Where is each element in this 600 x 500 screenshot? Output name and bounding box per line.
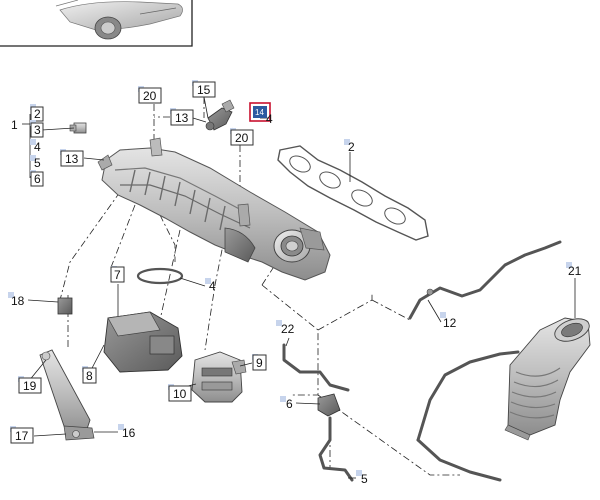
- callout-10-text: 10: [173, 387, 187, 401]
- leader-lines: [22, 96, 576, 479]
- coolant-hose: [416, 350, 520, 482]
- callout-9-text: 9: [256, 356, 263, 370]
- callout-10[interactable]: 10: [168, 384, 192, 402]
- callout-8[interactable]: 8: [82, 366, 97, 384]
- callout-17-text: 17: [15, 429, 29, 443]
- callout-2a[interactable]: 2: [30, 104, 44, 122]
- seal-ring-4: [136, 267, 184, 285]
- callout-18-text: 18: [11, 294, 25, 308]
- valve-assembly: [191, 351, 247, 403]
- callout-13b-text: 13: [175, 111, 189, 125]
- callout-6-text: 6: [34, 172, 41, 186]
- pressure-sensor: [205, 99, 235, 131]
- callout-22[interactable]: 22: [276, 320, 295, 336]
- callout-7[interactable]: 7: [110, 266, 125, 283]
- svg-text:4: 4: [266, 112, 273, 126]
- callout-6[interactable]: 6: [30, 170, 44, 187]
- callout-17[interactable]: 17: [10, 426, 34, 444]
- callout-4a[interactable]: 4: [30, 139, 41, 154]
- callout-2a-text: 2: [34, 107, 41, 121]
- callout-2b-text: 2: [348, 140, 355, 154]
- callout-15[interactable]: 15: [192, 80, 216, 98]
- callout-20a-text: 20: [143, 89, 157, 103]
- callout-7-text: 7: [114, 268, 121, 282]
- callout-4b-text: 4: [209, 279, 216, 293]
- callout-15-text: 15: [197, 83, 211, 97]
- callout-labels: 1 2 3 4 5 6 13 20 15 13 14 4 20 2 7 4 18…: [8, 80, 582, 486]
- callout-2b[interactable]: 2: [344, 139, 355, 154]
- callout-14[interactable]: 14 4: [249, 102, 273, 126]
- vehicle-thumbnail: [0, 0, 193, 47]
- callout-1-text: 1: [11, 118, 18, 132]
- callout-13b[interactable]: 13: [170, 108, 194, 126]
- callout-12[interactable]: 12: [440, 312, 457, 330]
- intake-manifold: [97, 137, 331, 281]
- callout-4a-text: 4: [34, 140, 41, 154]
- callout-6b-text: 6: [286, 397, 293, 411]
- callout-8-text: 8: [86, 369, 93, 383]
- callout-22-text: 22: [281, 322, 295, 336]
- actuator-unit: [103, 311, 183, 373]
- callout-12-text: 12: [443, 316, 457, 330]
- air-duct-21: [504, 317, 591, 441]
- callout-20b[interactable]: 20: [230, 128, 254, 146]
- callout-13a[interactable]: 13: [60, 149, 84, 167]
- callout-20b-text: 20: [235, 131, 249, 145]
- callout-4b[interactable]: 4: [205, 278, 216, 293]
- callout-20a[interactable]: 20: [138, 86, 162, 104]
- callout-5a[interactable]: 5: [30, 155, 41, 170]
- callout-3-text: 3: [34, 123, 41, 137]
- gasket-2: [277, 145, 429, 241]
- support-bracket: [39, 297, 95, 441]
- callout-18[interactable]: 18: [8, 292, 25, 308]
- callout-5a-text: 5: [34, 156, 41, 170]
- callout-3[interactable]: 3: [30, 120, 44, 138]
- callout-21-text: 21: [568, 264, 582, 278]
- vacuum-line-22: [282, 343, 354, 482]
- callout-9[interactable]: 9: [252, 354, 267, 371]
- callout-19[interactable]: 19: [18, 376, 42, 394]
- breather-pipe-12: [408, 240, 562, 320]
- callout-19-text: 19: [23, 379, 37, 393]
- callout-21[interactable]: 21: [566, 262, 582, 278]
- callout-16-text: 16: [122, 426, 136, 440]
- callout-5b[interactable]: 5: [356, 470, 368, 486]
- callout-14-text: 14: [255, 108, 264, 117]
- callout-1[interactable]: 1: [11, 118, 18, 132]
- callout-13a-text: 13: [65, 152, 79, 166]
- callout-5b-text: 5: [361, 472, 368, 486]
- callout-16[interactable]: 16: [118, 424, 136, 440]
- callout-6b[interactable]: 6: [280, 396, 293, 411]
